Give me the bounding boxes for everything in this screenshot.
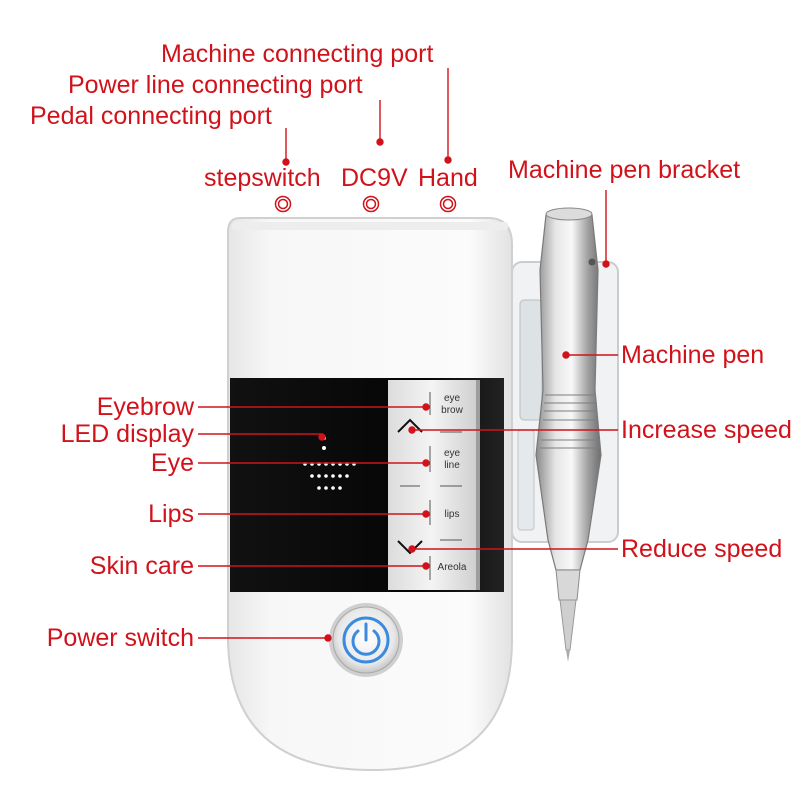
label-machine-port: Machine connecting port <box>161 40 434 68</box>
label-reduce-speed: Reduce speed <box>621 535 783 563</box>
label-machine-pen: Machine pen <box>621 341 765 369</box>
label-pen-bracket: Machine pen bracket <box>508 156 741 184</box>
label-increase-speed: Increase speed <box>621 416 792 444</box>
leader-lines <box>198 68 618 642</box>
chevron-up-icon <box>397 418 423 433</box>
port-dc9v: DC9V <box>341 164 408 192</box>
power-button <box>329 603 403 677</box>
label-led-display: LED display <box>60 420 194 448</box>
port-stepswitch: stepswitch <box>204 164 321 192</box>
label-power-port: Power line connecting port <box>68 71 363 99</box>
port-ring-icon <box>439 195 457 213</box>
label-skin-care: Skin care <box>89 552 194 580</box>
chevron-down-icon <box>397 540 423 555</box>
btn-eyeline-line1[interactable]: eye <box>444 448 461 459</box>
label-eye: Eye <box>150 449 194 477</box>
port-ring-icon <box>362 195 380 213</box>
btn-eyebrow-line2[interactable]: brow <box>441 405 463 416</box>
power-icon <box>351 629 381 656</box>
btn-areola[interactable]: Areola <box>438 562 467 573</box>
button-strip <box>388 380 476 590</box>
label-pedal-port: Pedal connecting port <box>30 102 272 130</box>
label-eyebrow: Eyebrow <box>96 393 194 421</box>
btn-eyebrow-line1[interactable]: eye <box>444 393 461 404</box>
label-lips: Lips <box>148 500 194 528</box>
label-power-switch: Power switch <box>46 624 194 652</box>
port-ring-icons <box>274 195 457 213</box>
btn-eyeline-line2[interactable]: line <box>444 460 460 471</box>
port-hand: Hand <box>418 164 478 192</box>
port-ring-icon <box>274 195 292 213</box>
btn-lips[interactable]: lips <box>444 509 459 520</box>
machine-pen <box>535 207 602 662</box>
